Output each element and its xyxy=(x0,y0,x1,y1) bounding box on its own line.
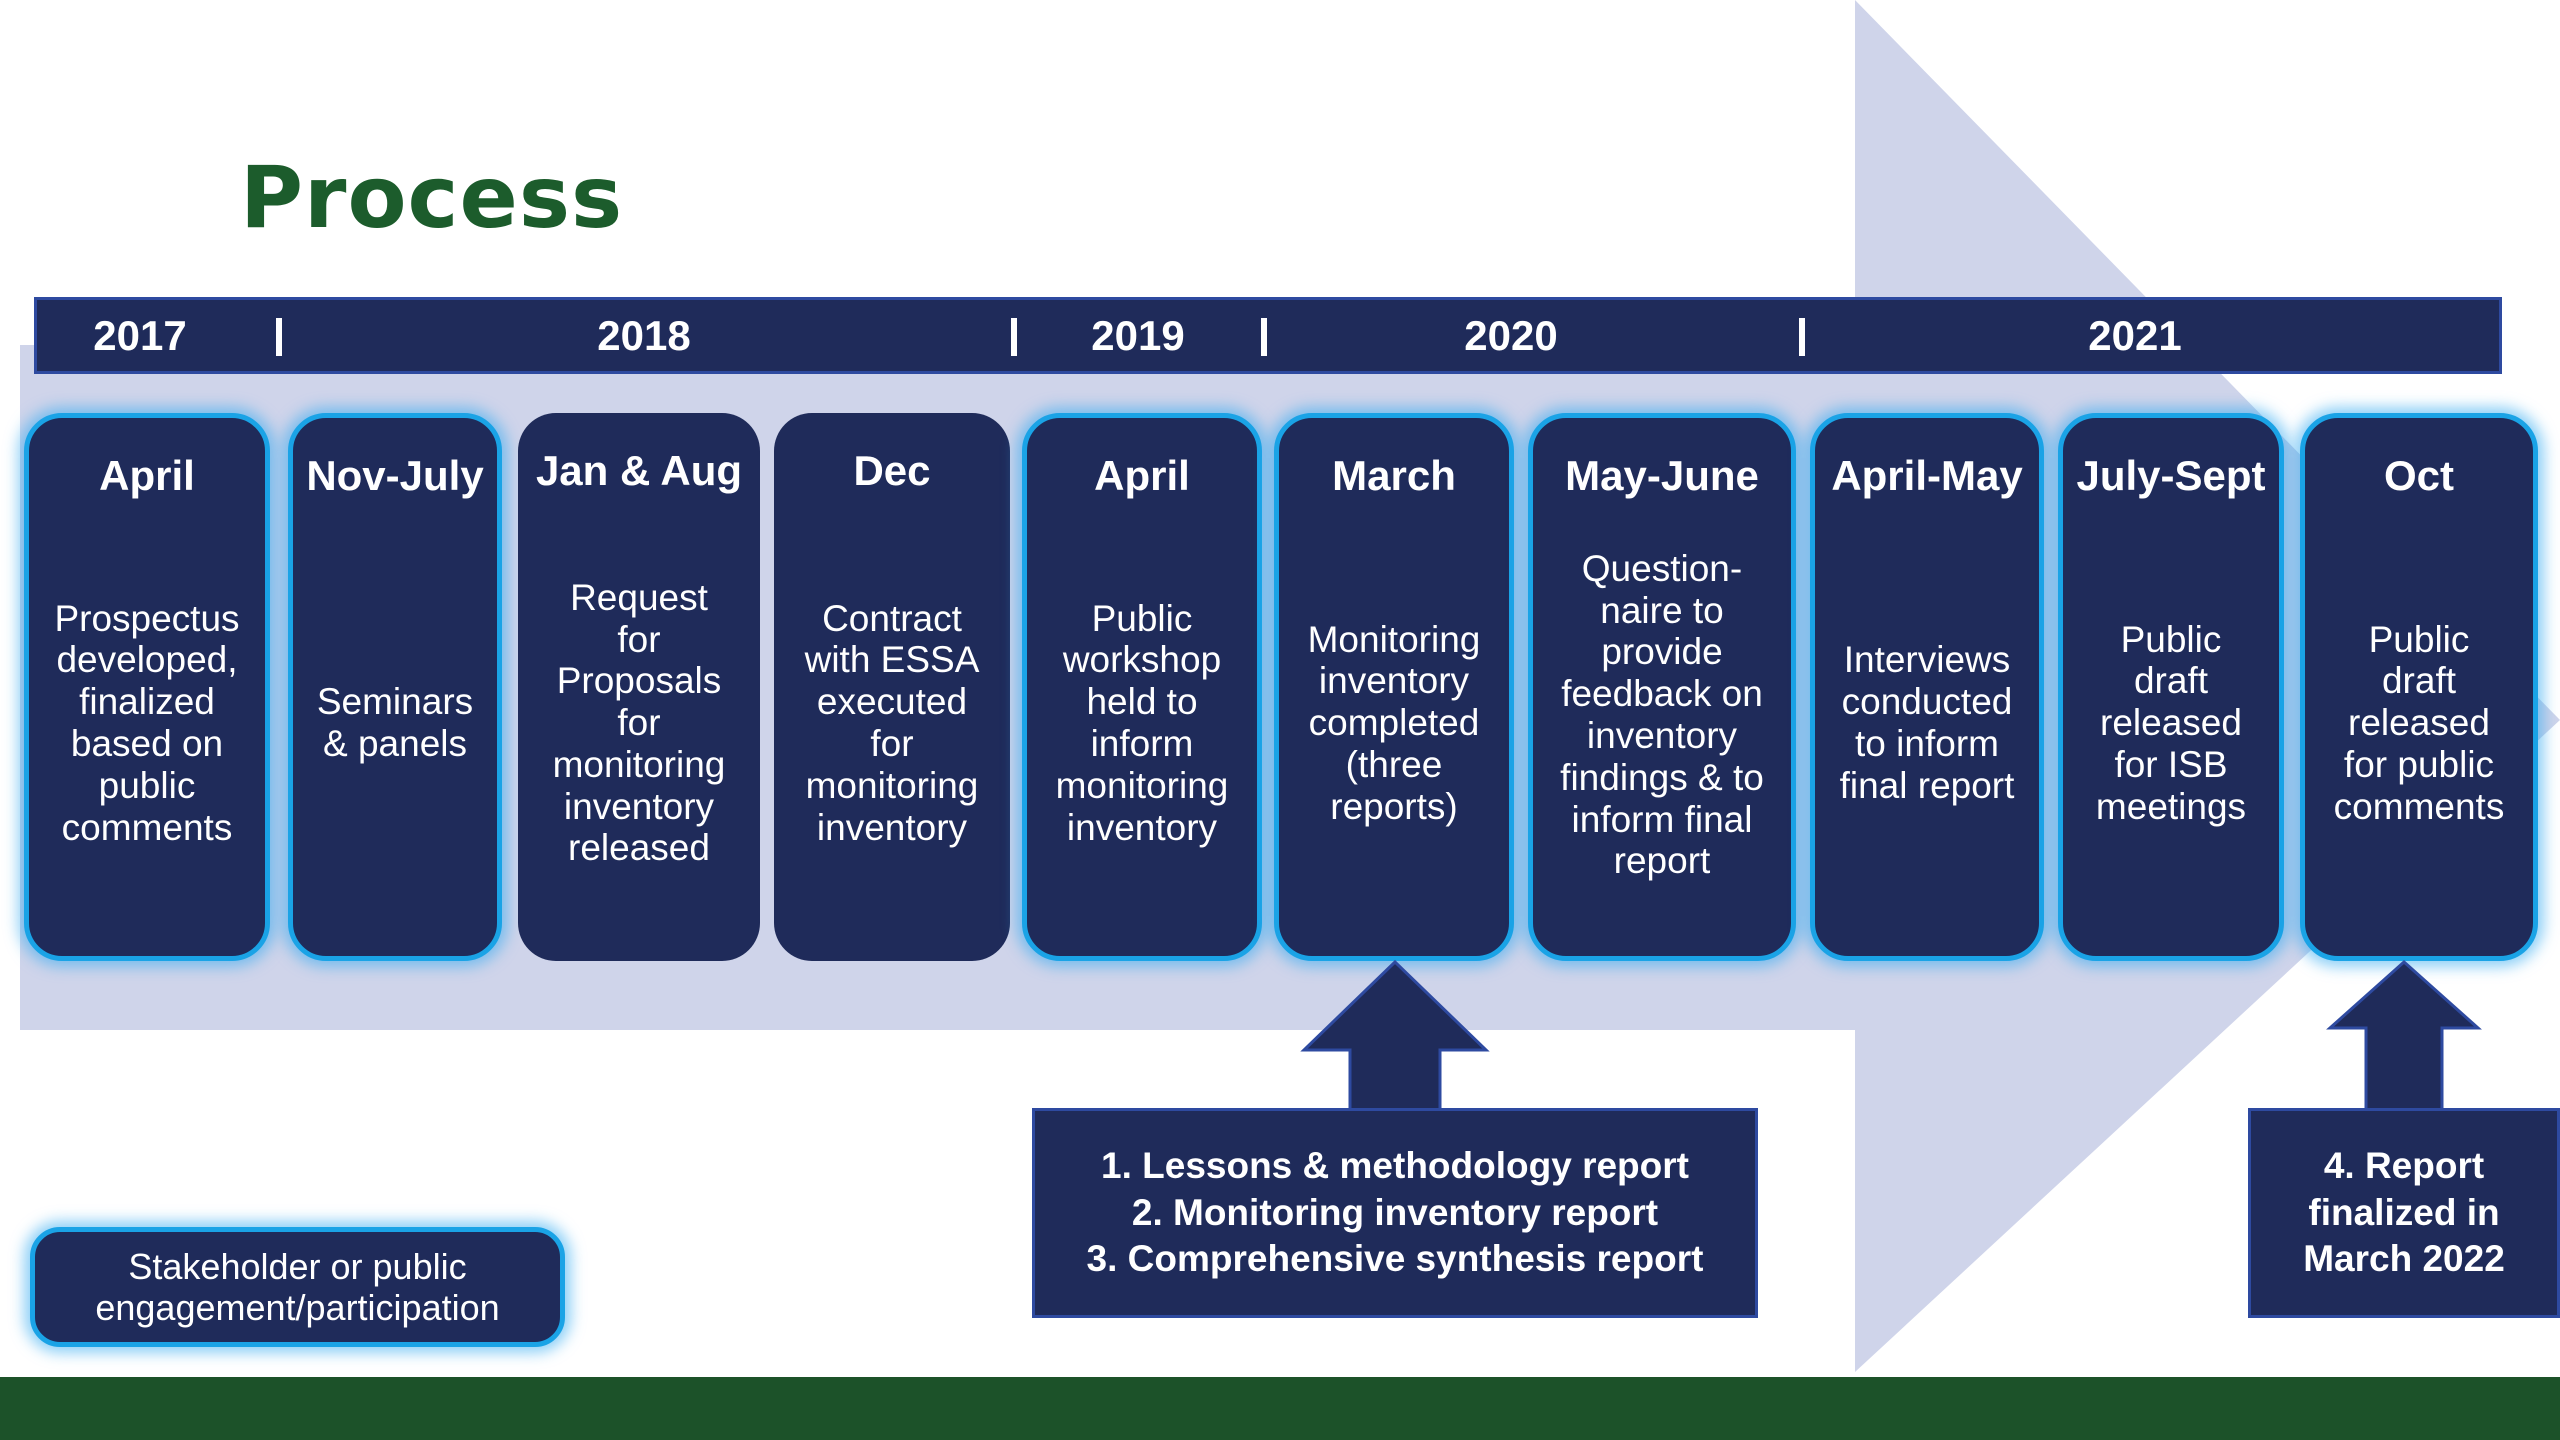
year-separator xyxy=(1799,318,1805,356)
step-date: May-June xyxy=(1565,452,1759,499)
year-separator xyxy=(1261,318,1267,356)
step-date: Jan & Aug xyxy=(535,447,743,494)
step-date: March xyxy=(1332,452,1456,499)
up-arrow-icon xyxy=(2326,959,2482,1110)
year-label-2019: 2019 xyxy=(1091,312,1185,359)
step-date: Dec xyxy=(853,447,931,494)
callout-line: 3. Comprehensive synthesis report xyxy=(1086,1238,1704,1280)
callout-line: finalized in xyxy=(2308,1191,2500,1233)
legend-line: Stakeholder or public xyxy=(128,1245,467,1287)
step-date: April-May xyxy=(1831,452,2023,499)
callout-line: 2. Monitoring inventory report xyxy=(1131,1191,1659,1233)
reports-callout: 1. Lessons & methodology report 2. Monit… xyxy=(1032,1108,1758,1318)
year-separator xyxy=(1011,318,1017,356)
year-separator xyxy=(276,318,282,356)
year-timeline-bar: 2017 2018 2019 2020 2021 xyxy=(34,297,2502,374)
year-label-2018: 2018 xyxy=(597,312,691,359)
page-title: Process xyxy=(240,148,624,248)
step-description: Seminars& panels xyxy=(316,681,474,764)
step-date: April xyxy=(99,452,195,499)
year-label-2020: 2020 xyxy=(1464,312,1558,359)
step-date: Nov-July xyxy=(306,452,484,499)
legend-engagement: Stakeholder or public engagement/partici… xyxy=(30,1227,565,1347)
step-date: Oct xyxy=(2383,452,2454,499)
step-box-nov-july: Nov-July Seminars& panels xyxy=(288,413,502,961)
step-date: July-Sept xyxy=(2076,452,2266,499)
final-report-callout: 4. Report finalized in March 2022 xyxy=(2248,1108,2560,1318)
legend-line: engagement/participation xyxy=(95,1287,500,1328)
year-label-2017: 2017 xyxy=(93,312,187,359)
callout-line: March 2022 xyxy=(2303,1238,2505,1280)
year-label-2021: 2021 xyxy=(2088,312,2182,359)
footer-bar xyxy=(0,1377,2560,1440)
up-arrow-icon xyxy=(1300,959,1490,1110)
step-date: April xyxy=(1094,452,1190,499)
callout-line: 4. Report xyxy=(2323,1145,2485,1187)
callout-line: 1. Lessons & methodology report xyxy=(1101,1145,1689,1187)
